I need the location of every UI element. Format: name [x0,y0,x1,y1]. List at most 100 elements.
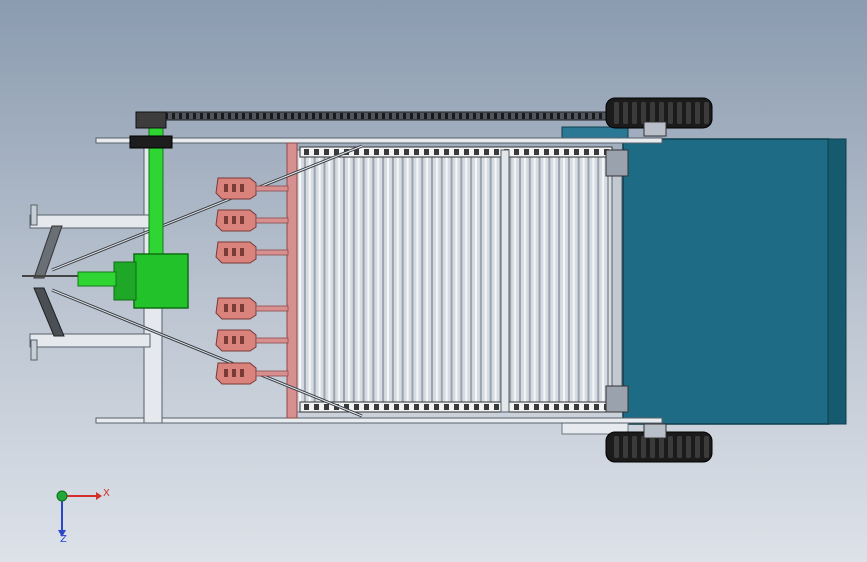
drive-chain-links [158,113,637,119]
drive-chain-link [438,113,441,119]
tire-tread [632,436,637,458]
input-shaft [77,271,117,287]
drive-chain-link [529,113,532,119]
drive-chain-link [179,113,182,119]
chain-link [344,404,349,410]
brace-lower-inner [51,289,363,417]
hitch-link-lower [33,287,65,337]
chain-link [364,149,369,155]
chain-link [554,149,559,155]
drive-chain-link [459,113,462,119]
z-axis-label: Z [60,534,67,545]
wheel-top-tread [614,102,709,124]
drive-chain-link [599,113,602,119]
chain-link [564,149,569,155]
chain-link [594,404,599,410]
hitch-pin-lower [30,339,38,361]
chain-link [304,404,309,410]
drive-chain-link [550,113,553,119]
drive-chain-link [249,113,252,119]
chain-link [394,404,399,410]
drive-chain-link [186,113,189,119]
drive-chain-link [333,113,336,119]
hitch-arm-upper [29,214,151,229]
drive-chain-link [277,113,280,119]
chain-link [324,404,329,410]
wheel-bottom-tread [614,436,709,458]
drive-chain-link [501,113,504,119]
tire-tread [659,102,664,124]
x-axis-label: X [103,488,110,499]
tire-tread [614,102,619,124]
drive-chain-link [214,113,217,119]
chain-link [524,149,529,155]
chain-link [414,149,419,155]
top-sprocket [135,111,167,129]
chain-link [424,404,429,410]
rear-sprocket-bottom [605,385,629,413]
drive-chain-link [389,113,392,119]
drive-chain-link [564,113,567,119]
top-side-rail [95,137,663,144]
drive-chain-link [375,113,378,119]
chain-link [594,149,599,155]
tire-tread [650,102,655,124]
tire-tread [668,436,673,458]
drive-chain-link [298,113,301,119]
drive-chain-link [172,113,175,119]
drive-chain-link [368,113,371,119]
chain-link [334,149,339,155]
z-axis-arrowhead [58,530,66,537]
tire-tread [623,436,628,458]
chain-link [584,404,589,410]
drive-chain-link [480,113,483,119]
drive-chain-link [424,113,427,119]
wheel-top-hub [643,121,667,137]
drive-chain-link [340,113,343,119]
chain-link [464,404,469,410]
digging-shovel [215,209,289,232]
chain-link [494,404,499,410]
chain-link [524,404,529,410]
chain-link [444,149,449,155]
drive-chain-link [347,113,350,119]
drive-chain-link [207,113,210,119]
chain-link [434,149,439,155]
hitch-arm-lower [29,333,151,348]
tire-tread [614,436,619,458]
drive-chain-link [515,113,518,119]
drive-chain-link [536,113,539,119]
drive-chain-link [256,113,259,119]
chain-link [384,404,389,410]
digging-shovels [215,177,289,385]
chain-link [514,149,519,155]
chain-link [374,404,379,410]
chain-link [434,404,439,410]
gearbox-flange [113,261,137,301]
chain-link [354,404,359,410]
wheel-bottom-hub [643,423,667,439]
tire-tread [695,102,700,124]
drive-chain-link [242,113,245,119]
conveyor-rods [299,155,609,405]
drive-chain-link [487,113,490,119]
chain-link [574,149,579,155]
front-cutting-rod [286,142,298,419]
tire-tread [704,436,709,458]
tire-tread [650,436,655,458]
chain-link [574,404,579,410]
mid-frame-bar [500,149,510,413]
chain-link [494,149,499,155]
chain-link [454,404,459,410]
drive-chain-link [452,113,455,119]
chain-link [384,149,389,155]
chain-link [404,149,409,155]
drive-chain-link [578,113,581,119]
drive-chain-link [263,113,266,119]
chain-link [314,149,319,155]
rear-bed-edge [827,138,847,425]
chain-link [544,404,549,410]
chain-link [564,404,569,410]
drive-chain-link [354,113,357,119]
